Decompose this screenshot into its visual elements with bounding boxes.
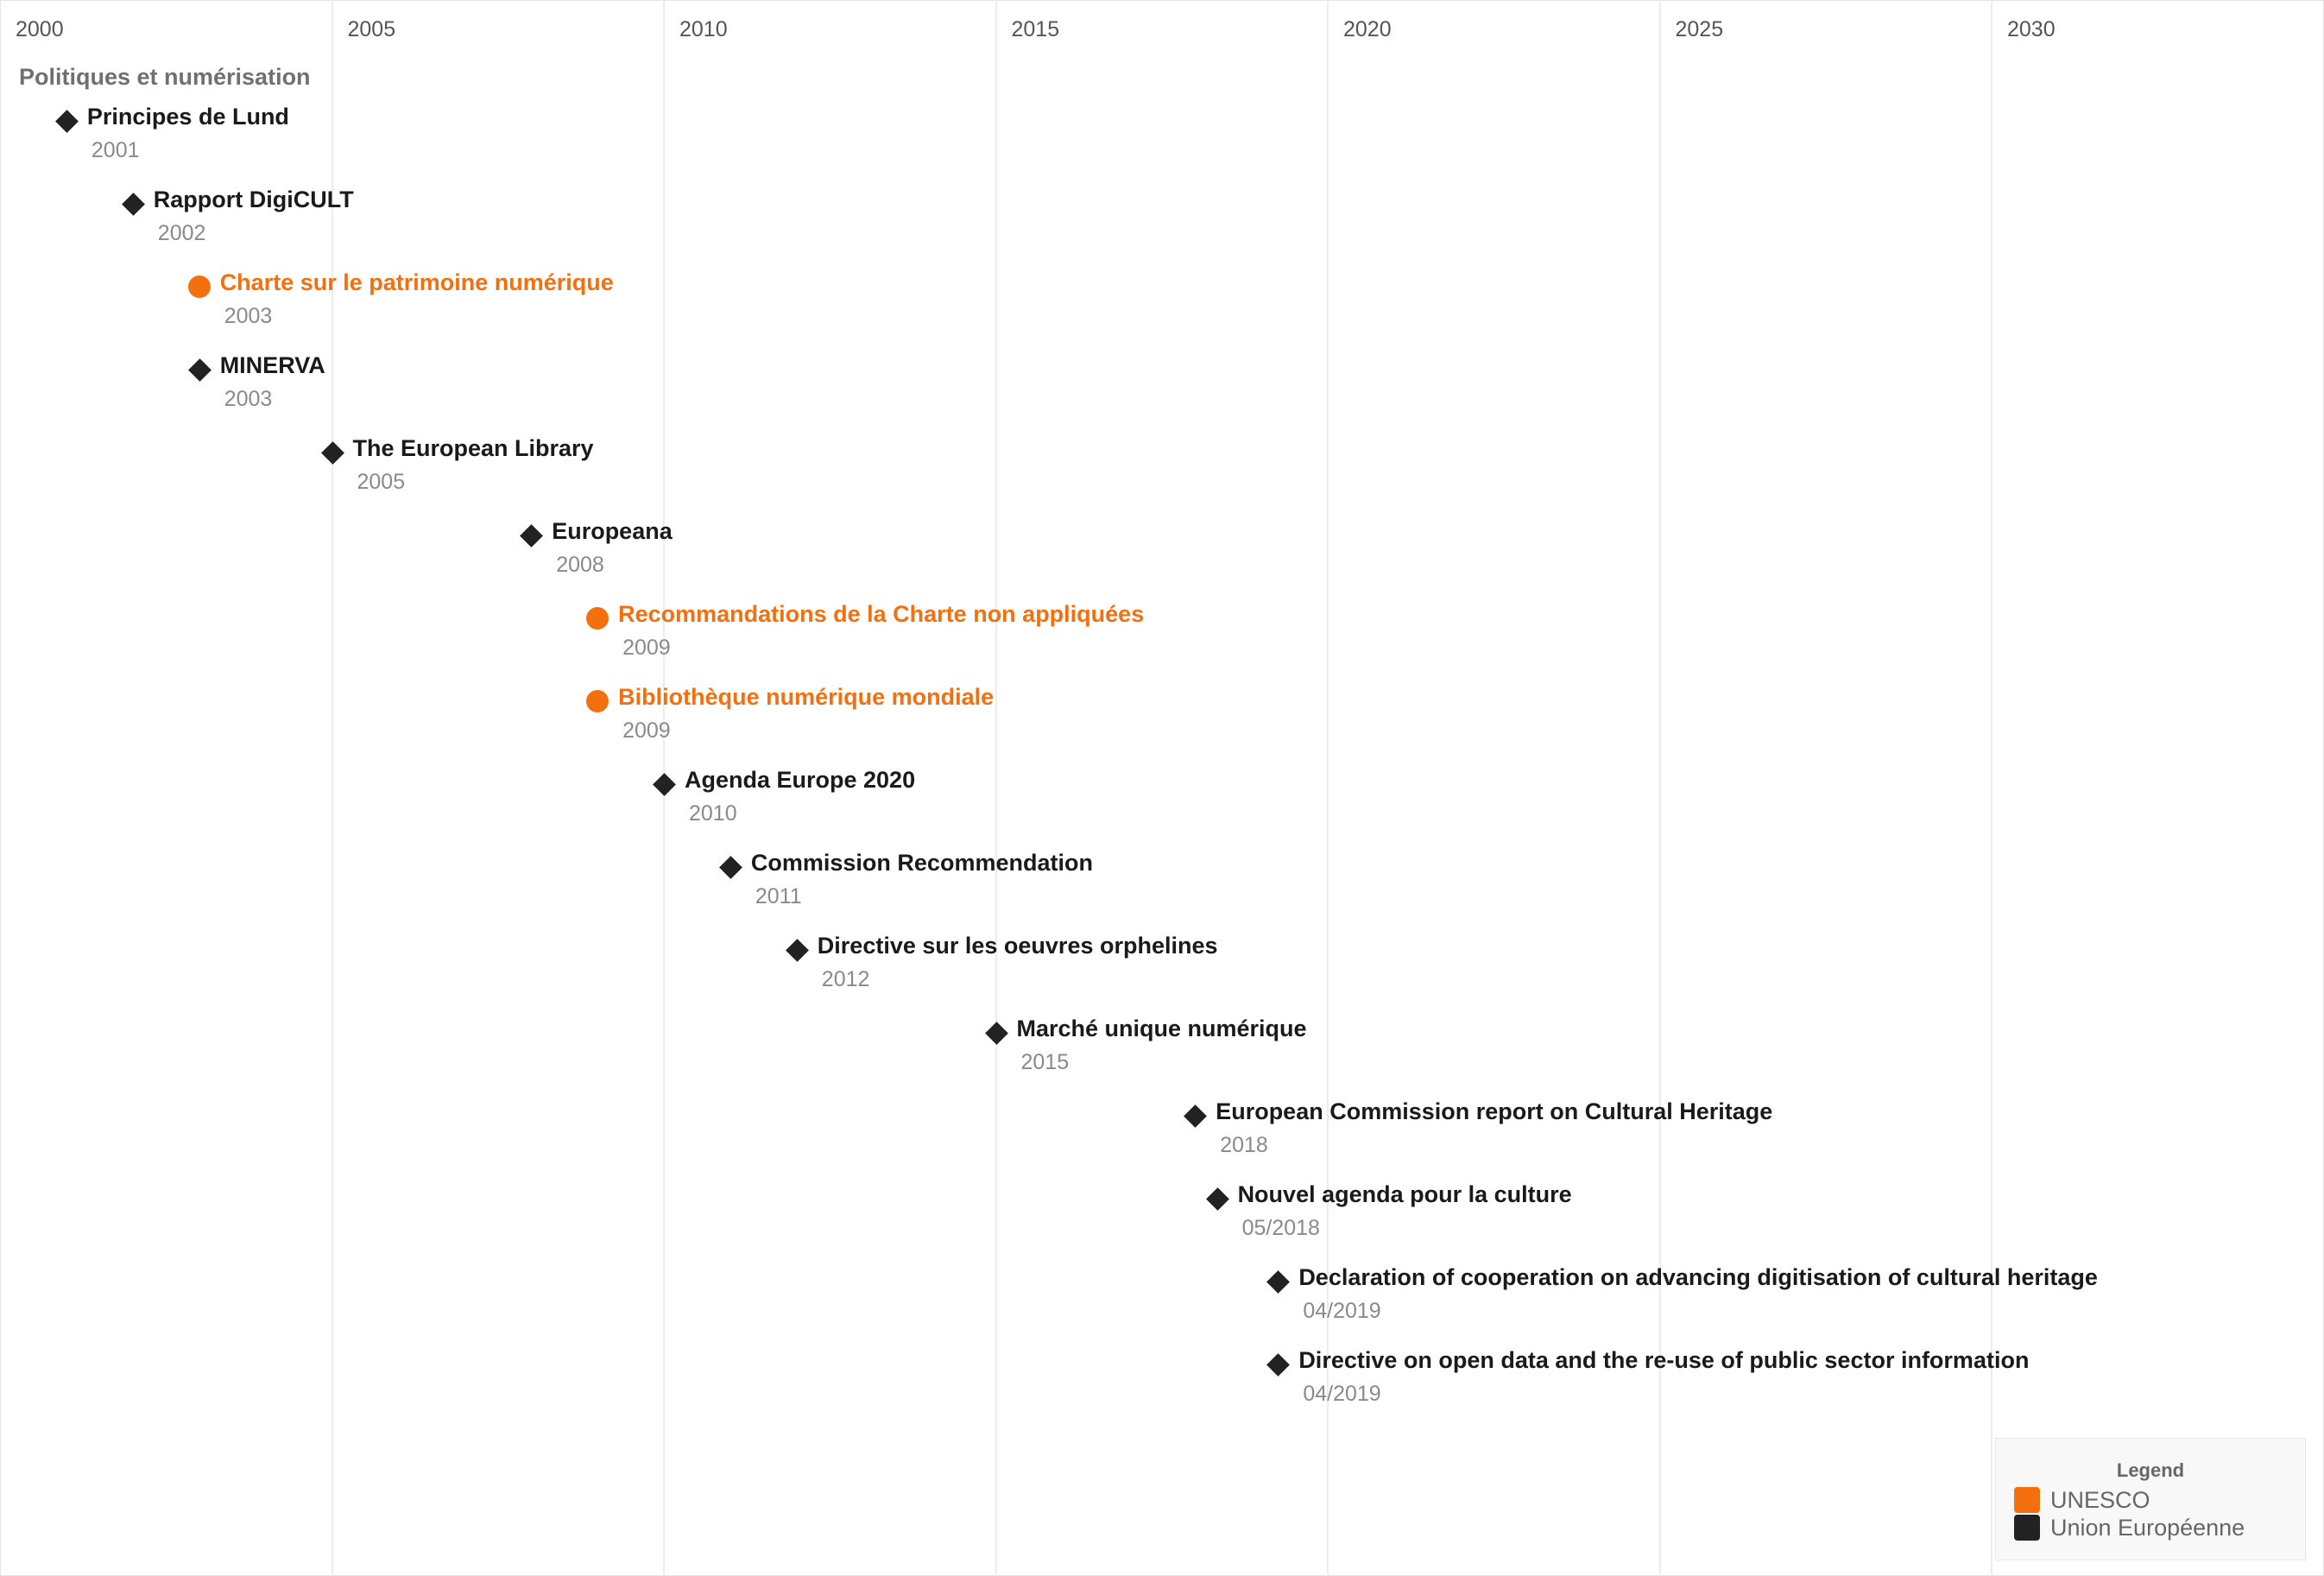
legend-label-unesco: UNESCO xyxy=(2050,1487,2150,1513)
event-date: 2005 xyxy=(357,470,406,494)
event-title: Directive sur les oeuvres orphelines xyxy=(817,933,1218,959)
event-title: Commission Recommendation xyxy=(750,850,1093,876)
gridline-2020 xyxy=(1327,0,1329,1576)
gridline-2030 xyxy=(1991,0,1992,1576)
event-date: 2009 xyxy=(622,636,671,660)
event-date: 2018 xyxy=(1220,1133,1268,1157)
event-title: Charte sur le patrimoine numérique xyxy=(219,269,614,295)
year-label-2000: 2000 xyxy=(16,17,64,41)
event-date: 04/2019 xyxy=(1303,1382,1381,1406)
event-date: 04/2019 xyxy=(1303,1299,1381,1323)
legend: Legend UNESCO Union Européenne xyxy=(1995,1438,2306,1560)
event-title: European Commission report on Cultural H… xyxy=(1216,1098,1773,1124)
legend-swatch-union-europeenne xyxy=(2014,1515,2040,1541)
gridline-2005 xyxy=(331,0,333,1576)
year-label-2015: 2015 xyxy=(1011,17,1060,41)
event-date: 2015 xyxy=(1020,1050,1070,1074)
event-title: Rapport DigiCULT xyxy=(153,187,354,212)
event-date: 2008 xyxy=(556,553,604,577)
event-date: 2003 xyxy=(224,304,273,328)
year-label-2025: 2025 xyxy=(1675,17,1724,41)
event-date: 2009 xyxy=(622,718,671,743)
event-title: MINERVA xyxy=(219,352,325,378)
event-title: Principes de Lund xyxy=(86,104,289,130)
event-date: 05/2018 xyxy=(1241,1216,1320,1240)
legend-label-union-europeenne: Union Européenne xyxy=(2050,1515,2245,1541)
event-title: Europeana xyxy=(552,518,673,544)
year-label-2005: 2005 xyxy=(347,17,396,41)
event-title: Declaration of cooperation on advancing … xyxy=(1298,1264,2098,1290)
year-label-2030: 2030 xyxy=(2007,17,2056,41)
event-title: Marché unique numérique xyxy=(1016,1016,1307,1041)
event-title: Nouvel agenda pour la culture xyxy=(1237,1181,1572,1207)
event-date: 2001 xyxy=(91,138,140,162)
event-title: Bibliothèque numérique mondiale xyxy=(618,684,995,710)
legend-swatch-unesco xyxy=(2014,1487,2040,1513)
event-date: 2002 xyxy=(157,221,206,245)
unesco-dot-icon xyxy=(586,607,609,630)
year-label-2020: 2020 xyxy=(1343,17,1392,41)
event-date: 2003 xyxy=(224,387,273,411)
legend-title: Legend xyxy=(2116,1459,2185,1481)
event-date: 2011 xyxy=(755,884,802,908)
section-title: Politiques et numérisation xyxy=(19,64,311,90)
event-date: 2012 xyxy=(821,967,870,991)
event-title: Recommandations de la Charte non appliqu… xyxy=(618,601,1145,627)
unesco-dot-icon xyxy=(586,690,609,712)
unesco-dot-icon xyxy=(187,275,211,298)
gridline-2015 xyxy=(995,0,997,1576)
event-title: The European Library xyxy=(352,435,594,461)
year-label-2010: 2010 xyxy=(679,17,728,41)
event-title: Agenda Europe 2020 xyxy=(685,767,916,793)
event-date: 2010 xyxy=(689,801,737,826)
gridline-2025 xyxy=(1658,0,1661,1576)
event-title: Directive on open data and the re-use of… xyxy=(1298,1347,2030,1373)
